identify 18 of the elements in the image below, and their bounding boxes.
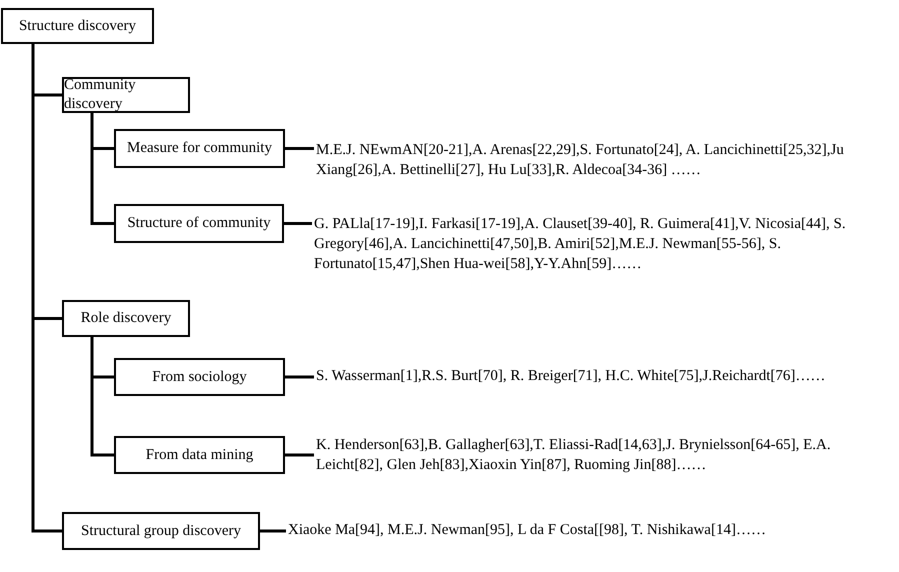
category-box: Role discovery (62, 300, 190, 337)
reference-list: K. Henderson[63],B. Gallagher[63],T. Eliassi-Rad[14,63],J. Brynielsson[64-65], E.A. Leicht[82], Glen Jeh[83],Xiaoxin Yin[87], Ruoming Jin[88]…… (316, 435, 876, 475)
category-box: Structure of community (114, 204, 284, 243)
connector-line (285, 454, 314, 456)
category-box: Measure for community (114, 129, 285, 168)
connector-line (285, 376, 314, 378)
connector-line (284, 222, 312, 225)
reference-list: Xiaoke Ma[94], M.E.J. Newman[95], L da F Costa[[98], T. Nishikawa[14]…… (288, 520, 766, 540)
category-box: Structure discovery (1, 8, 154, 44)
reference-list: S. Wasserman[1],R.S. Burt[70], R. Breiger[71], H.C. White[75],J.Reichardt[76]…… (316, 366, 826, 386)
connector-line (260, 530, 286, 532)
category-box: Community discovery (62, 77, 190, 113)
category-box: From data mining (114, 436, 285, 474)
reference-list: G. PALla[17-19],I. Farkasi[17-19],A. Clauset[39-40], R. Guimera[41],V. Nicosia[44], S. Gregory[46],A. Lancichinetti[47,50],B. Amiri[52],M.E.J. Newman[55-56], S. Fortunato[15,47],Shen Hua-wei[58],Y-Y.Ahn[59]…… (314, 214, 899, 274)
category-box: Structural group discovery (62, 512, 260, 550)
connector-line (285, 147, 314, 150)
reference-list: M.E.J. NEwmAN[20-21],A. Arenas[22,29],S. Fortunato[24], A. Lancichinetti[25,32],Ju Xiang[26],A. Bettinelli[27], Hu Lu[33],R. Aldecoa[34-36] …… (316, 140, 888, 180)
category-box: From sociology (114, 358, 285, 396)
